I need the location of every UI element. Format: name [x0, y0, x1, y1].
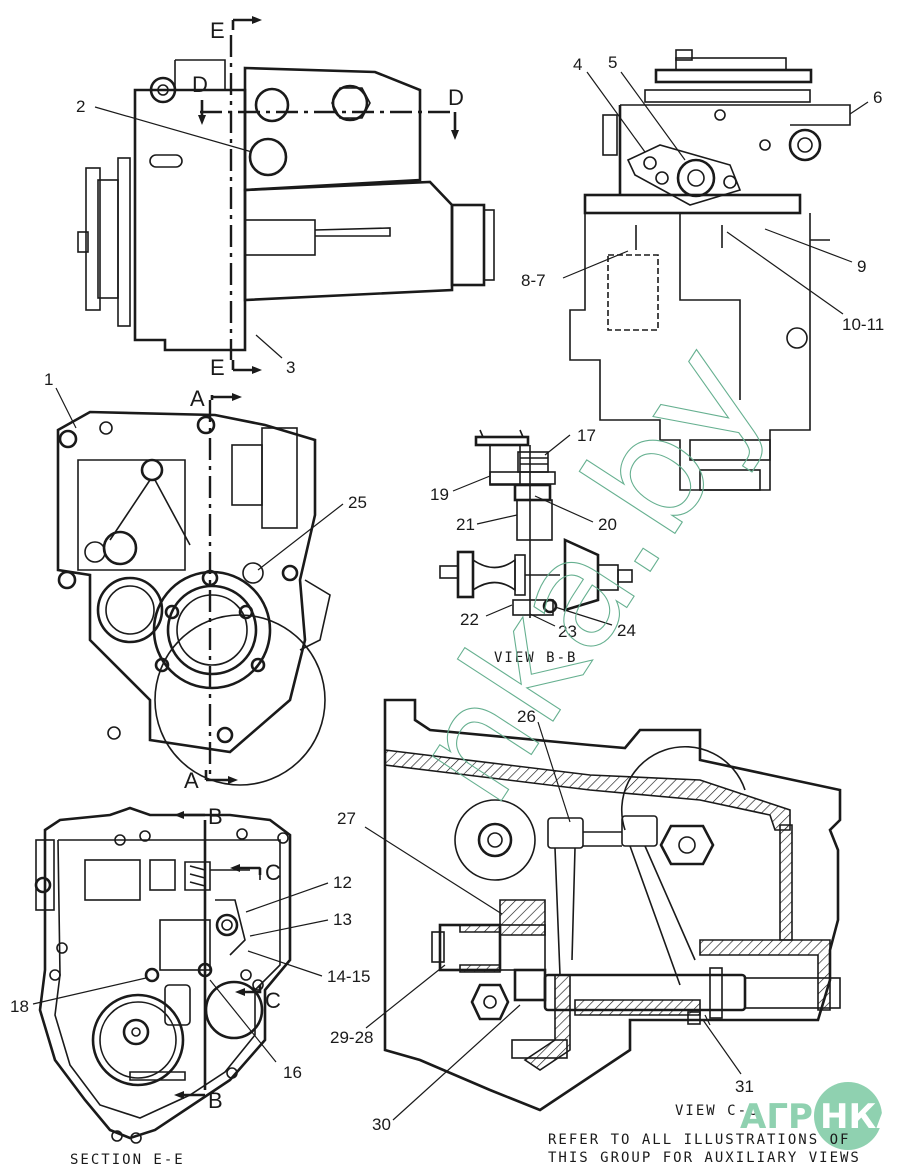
section-mark-a-top: A	[190, 386, 205, 411]
note-line-2: THIS GROUP FOR AUXILIARY VIEWS	[548, 1150, 861, 1166]
logo-text-left: АГРО	[740, 1097, 842, 1137]
callout-25: 25	[348, 493, 367, 512]
section-mark-a-bottom: A	[184, 768, 199, 793]
view-c-c: 26 27 29-28 30 31 VIEW C-C	[330, 698, 842, 1134]
callout-14-15: 14-15	[327, 967, 370, 986]
watermark-text: nka.by	[378, 315, 798, 832]
callout-12: 12	[333, 873, 352, 892]
callout-10-11: 10-11	[842, 315, 884, 334]
callout-18: 18	[10, 997, 29, 1016]
callout-23: 23	[558, 622, 577, 641]
agronka-logo: АГРО НКА	[740, 1082, 900, 1150]
callout-20: 20	[598, 515, 617, 534]
callout-5: 5	[608, 53, 617, 72]
section-mark-b-bottom: B	[208, 1088, 223, 1113]
view-b-b: 17 19 20 21 22 23 24 VIEW B-B	[430, 426, 636, 666]
callout-21: 21	[456, 515, 475, 534]
side-view: E E D D 2 3	[76, 16, 495, 380]
section-mark-d-right: D	[448, 85, 464, 110]
callout-19: 19	[430, 485, 449, 504]
section-mark-e-bottom: E	[210, 355, 225, 380]
logo-text-right: НКА	[820, 1097, 900, 1137]
callout-3: 3	[286, 358, 295, 377]
callout-2: 2	[76, 97, 85, 116]
callout-17: 17	[577, 426, 596, 445]
section-mark-c-top: C	[265, 860, 281, 885]
section-e-e: B B C C 12 13 14-15 16 18 SECTION E-E	[10, 804, 370, 1168]
right-view: 4 5 6 8-7 9 10-11	[521, 49, 884, 491]
callout-6: 6	[873, 88, 882, 107]
callout-8-7: 8-7	[521, 271, 546, 290]
view-c-c-title: VIEW C-C	[675, 1103, 758, 1119]
watermark: nka.by	[378, 315, 799, 833]
callout-22: 22	[460, 610, 479, 629]
section-mark-d-left: D	[192, 72, 208, 97]
callout-26: 26	[517, 707, 536, 726]
callout-9: 9	[857, 257, 866, 276]
callout-24: 24	[617, 621, 636, 640]
callout-13: 13	[333, 910, 352, 929]
section-mark-c-bottom: C	[265, 988, 281, 1013]
section-mark-e-top: E	[210, 18, 225, 43]
callout-27: 27	[337, 809, 356, 828]
note-line-1: REFER TO ALL ILLUSTRATIONS OF	[548, 1132, 850, 1148]
callout-4: 4	[573, 55, 582, 74]
callout-31: 31	[735, 1077, 754, 1096]
callout-30: 30	[372, 1115, 391, 1134]
callout-1: 1	[44, 370, 53, 389]
section-e-e-title: SECTION E-E	[70, 1152, 185, 1168]
section-mark-b-top: B	[208, 804, 223, 829]
callout-29-28: 29-28	[330, 1028, 373, 1047]
front-view: A A 1 25	[44, 370, 367, 793]
callout-16: 16	[283, 1063, 302, 1082]
logo-circle-icon	[814, 1082, 882, 1150]
view-b-b-title: VIEW B-B	[494, 650, 577, 666]
